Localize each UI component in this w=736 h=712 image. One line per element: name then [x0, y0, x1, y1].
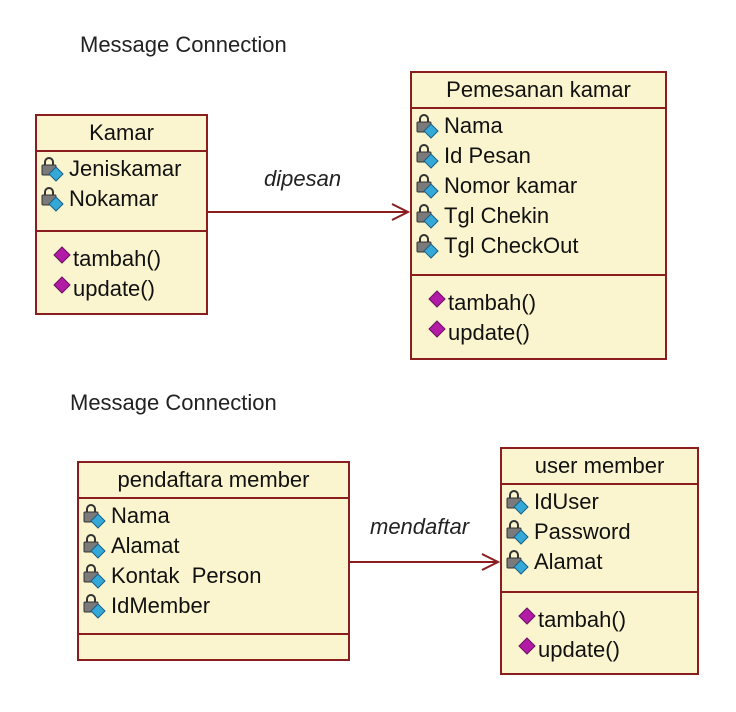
class-name: Kamar	[37, 116, 206, 152]
attribute-lock-icon	[416, 144, 439, 169]
attribute-row[interactable]: Id Pesan	[412, 141, 665, 171]
class-user-member[interactable]: user member IdUser Password Alamat tamba…	[500, 447, 699, 675]
attribute-label: Jeniskamar	[69, 156, 182, 181]
diagram-heading-bottom: Message Connection	[70, 390, 277, 415]
attribute-lock-icon	[83, 534, 106, 559]
operation-label: update()	[538, 637, 620, 662]
attribute-lock-icon	[506, 550, 529, 575]
operation-label: update()	[73, 276, 155, 301]
operation-compartment: tambah() update()	[502, 593, 697, 665]
class-name: Pemesanan kamar	[412, 73, 665, 109]
operation-diamond-icon	[518, 607, 536, 625]
attribute-lock-icon	[83, 594, 106, 619]
operation-label: tambah()	[538, 607, 627, 632]
connection-mendaftar	[350, 553, 501, 571]
attribute-row[interactable]: Jeniskamar	[37, 154, 206, 184]
attribute-row[interactable]: Tgl Chekin	[412, 201, 665, 231]
attribute-row[interactable]: Kontak Person	[79, 561, 348, 591]
operation-row[interactable]: update()	[502, 635, 697, 665]
operation-diamond-icon	[428, 320, 446, 338]
attribute-lock-icon	[83, 504, 106, 529]
attribute-label: Tgl Chekin	[444, 203, 550, 228]
attribute-label: Nomor kamar	[444, 173, 578, 198]
diagram-heading-top: Message Connection	[80, 32, 287, 57]
class-name: pendaftara member	[79, 463, 348, 499]
arrow-head-icon	[481, 553, 501, 571]
attribute-label: IdUser	[534, 489, 599, 514]
attribute-label: Nama	[444, 113, 503, 138]
class-pendaftara-member[interactable]: pendaftara member Nama Alamat Kontak Per…	[77, 461, 350, 661]
attribute-label: Nama	[111, 503, 170, 528]
attribute-compartment: IdUser Password Alamat	[502, 485, 697, 593]
attribute-row[interactable]: Nomor kamar	[412, 171, 665, 201]
connection-label-dipesan: dipesan	[264, 166, 342, 191]
operation-diamond-icon	[428, 290, 446, 308]
attribute-lock-icon	[416, 204, 439, 229]
operation-label: tambah()	[448, 290, 537, 315]
attribute-label: IdMember	[111, 593, 211, 618]
attribute-row[interactable]: Alamat	[502, 547, 697, 577]
attribute-lock-icon	[416, 234, 439, 259]
operation-diamond-icon	[53, 276, 71, 294]
attribute-row[interactable]: Password	[502, 517, 697, 547]
operation-row[interactable]: update()	[412, 318, 665, 348]
attribute-label: Nokamar	[69, 186, 159, 211]
operation-compartment: tambah() update()	[412, 276, 665, 348]
attribute-row[interactable]: Alamat	[79, 531, 348, 561]
operation-diamond-icon	[518, 637, 536, 655]
attribute-compartment: Nama Id Pesan Nomor kamar Tgl Chekin Tgl…	[412, 109, 665, 276]
attribute-label: Alamat	[111, 533, 180, 558]
attribute-row[interactable]: Tgl CheckOut	[412, 231, 665, 261]
attribute-label: Password	[534, 519, 631, 544]
class-name: user member	[502, 449, 697, 485]
attribute-row[interactable]: Nama	[412, 111, 665, 141]
attribute-lock-icon	[506, 520, 529, 545]
attribute-row[interactable]: Nokamar	[37, 184, 206, 214]
operation-row[interactable]: tambah()	[502, 605, 697, 635]
class-pemesanan-kamar[interactable]: Pemesanan kamar Nama Id Pesan Nomor kama…	[410, 71, 667, 360]
operation-compartment: tambah() update()	[37, 232, 206, 304]
operation-row[interactable]: tambah()	[37, 244, 206, 274]
operation-label: tambah()	[73, 246, 162, 271]
operation-diamond-icon	[53, 246, 71, 264]
operation-row[interactable]: update()	[37, 274, 206, 304]
attribute-lock-icon	[416, 174, 439, 199]
attribute-label: Kontak Person	[111, 563, 262, 588]
attribute-compartment: Jeniskamar Nokamar	[37, 152, 206, 232]
attribute-compartment: Nama Alamat Kontak Person IdMember	[79, 499, 348, 635]
attribute-label: Id Pesan	[444, 143, 531, 168]
attribute-row[interactable]: IdUser	[502, 487, 697, 517]
attribute-row[interactable]: Nama	[79, 501, 348, 531]
attribute-lock-icon	[41, 157, 64, 182]
attribute-lock-icon	[41, 187, 64, 212]
operation-label: update()	[448, 320, 530, 345]
attribute-row[interactable]: IdMember	[79, 591, 348, 621]
attribute-lock-icon	[416, 114, 439, 139]
attribute-label: Alamat	[534, 549, 603, 574]
operation-row[interactable]: tambah()	[412, 288, 665, 318]
connection-label-mendaftar: mendaftar	[370, 514, 470, 539]
operation-compartment	[79, 635, 348, 647]
attribute-lock-icon	[83, 564, 106, 589]
class-kamar[interactable]: Kamar Jeniskamar Nokamar tambah() update…	[35, 114, 208, 315]
arrow-head-icon	[391, 203, 411, 221]
attribute-label: Tgl CheckOut	[444, 233, 579, 258]
attribute-lock-icon	[506, 490, 529, 515]
connection-dipesan	[208, 203, 411, 221]
